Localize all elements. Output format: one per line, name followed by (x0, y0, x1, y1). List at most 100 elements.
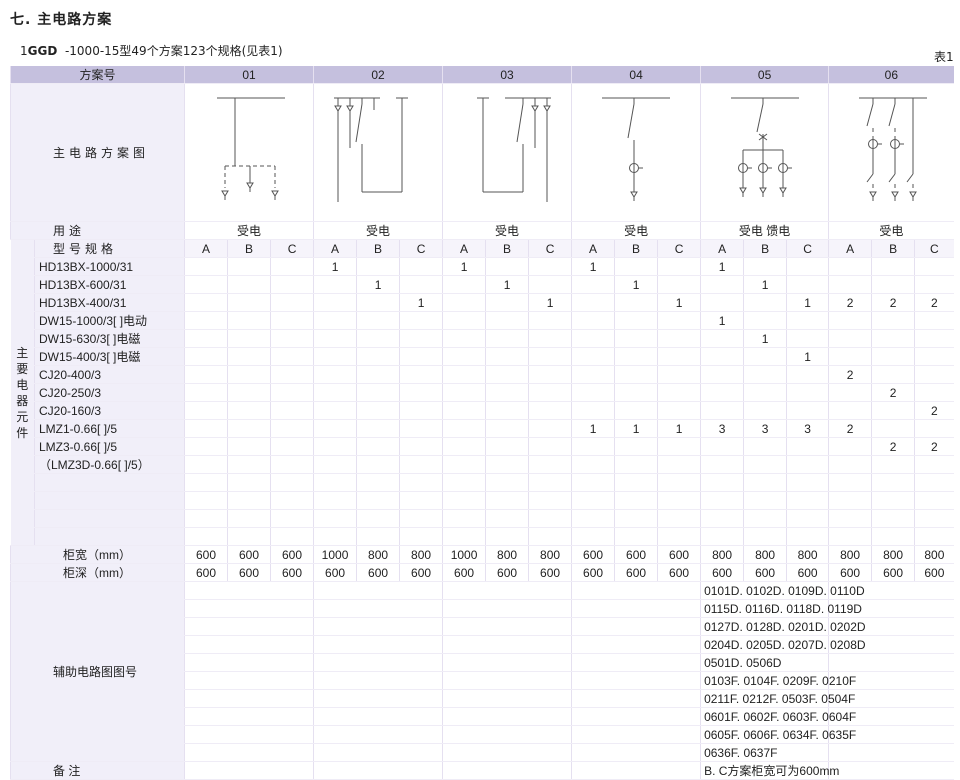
component-qty (528, 527, 572, 546)
component-qty (313, 329, 357, 348)
component-qty (356, 419, 400, 438)
component-qty (657, 473, 701, 492)
component-qty (828, 437, 872, 456)
component-qty (399, 347, 443, 366)
width-value: 800 (356, 545, 400, 564)
component-qty (442, 401, 486, 420)
spec-col: A (571, 239, 615, 258)
usage-cell: 受电 (442, 221, 572, 240)
component-qty (614, 491, 658, 510)
component-qty (743, 311, 787, 330)
aux-empty (313, 581, 443, 600)
component-qty (399, 455, 443, 474)
spec-col: C (786, 239, 829, 258)
component-qty (184, 311, 228, 330)
component-qty: 1 (657, 419, 701, 438)
aux-empty (184, 581, 314, 600)
component-name: CJ20-400/3 (33, 365, 185, 384)
component-qty (356, 293, 400, 312)
aux-empty (828, 617, 954, 636)
component-qty (356, 455, 400, 474)
spec-col: B (485, 239, 529, 258)
component-qty (614, 473, 658, 492)
component-qty (657, 527, 701, 546)
component-qty (614, 329, 658, 348)
component-qty (442, 509, 486, 528)
component-qty: 1 (399, 293, 443, 312)
component-qty: 3 (786, 419, 829, 438)
component-qty: 1 (485, 275, 529, 294)
component-qty (313, 473, 357, 492)
scheme-number: 05 (700, 66, 829, 84)
aux-empty (184, 689, 314, 708)
component-qty: 1 (700, 257, 744, 276)
subtitle-text: -1000-15型49个方案123个规格(见表1) (64, 44, 283, 58)
component-qty (786, 365, 829, 384)
width-value: 1000 (313, 545, 357, 564)
component-qty (270, 383, 314, 402)
component-qty (184, 527, 228, 546)
component-qty (786, 383, 829, 402)
circuit-diagram-1 (184, 83, 314, 222)
width-value: 1000 (442, 545, 486, 564)
component-qty (657, 509, 701, 528)
component-qty (313, 293, 357, 312)
component-qty (700, 473, 744, 492)
circuit-diagram-6 (828, 83, 954, 222)
component-qty (485, 257, 529, 276)
component-qty (485, 347, 529, 366)
spec-col: C (914, 239, 954, 258)
component-qty (914, 347, 954, 366)
component-qty (227, 419, 271, 438)
component-qty (871, 311, 915, 330)
table-number: 表1 (934, 50, 954, 64)
aux-row: 0605F. 0606F. 0634F. 0635F (11, 725, 954, 744)
component-qty (270, 275, 314, 294)
component-qty (442, 437, 486, 456)
component-name: HD13BX-600/31 (33, 275, 185, 294)
component-qty (657, 437, 701, 456)
aux-label: 辅助电路图图号 (9, 581, 185, 762)
width-value: 600 (270, 545, 314, 564)
aux-row: 0211F. 0212F. 0503F. 0504F (11, 689, 954, 708)
component-qty (227, 437, 271, 456)
component-qty (786, 437, 829, 456)
component-qty (571, 311, 615, 330)
component-qty (528, 419, 572, 438)
component-qty (914, 257, 954, 276)
width-value: 800 (528, 545, 572, 564)
aux-line: 0127D. 0128D. 0201D. 0202D (700, 617, 866, 636)
aux-empty (571, 671, 701, 690)
component-qty (614, 437, 658, 456)
remark-label: 备 注 (9, 761, 185, 780)
aux-empty (828, 743, 954, 762)
component-qty (614, 293, 658, 312)
component-qty (528, 275, 572, 294)
single-line-diagram-icon (217, 97, 286, 200)
circuit-diagram-3 (442, 83, 572, 222)
usage-cell: 受电 (184, 221, 314, 240)
component-qty (399, 401, 443, 420)
component-qty (528, 473, 572, 492)
component-qty (528, 455, 572, 474)
component-qty (270, 293, 314, 312)
component-qty (828, 455, 872, 474)
component-row (11, 527, 954, 546)
usage-cell: 受电 (571, 221, 701, 240)
component-qty (743, 365, 787, 384)
aux-empty (828, 635, 954, 654)
aux-empty (828, 599, 954, 618)
component-qty (485, 437, 529, 456)
component-qty (571, 527, 615, 546)
component-row (11, 509, 954, 528)
component-qty (914, 275, 954, 294)
component-qty: 2 (871, 383, 915, 402)
depth-label-text: 柜深（mm） (63, 566, 131, 580)
component-qty (743, 437, 787, 456)
component-qty (914, 365, 954, 384)
aux-empty (313, 725, 443, 744)
aux-row: 0115D. 0116D. 0118D. 0119D (11, 599, 954, 618)
